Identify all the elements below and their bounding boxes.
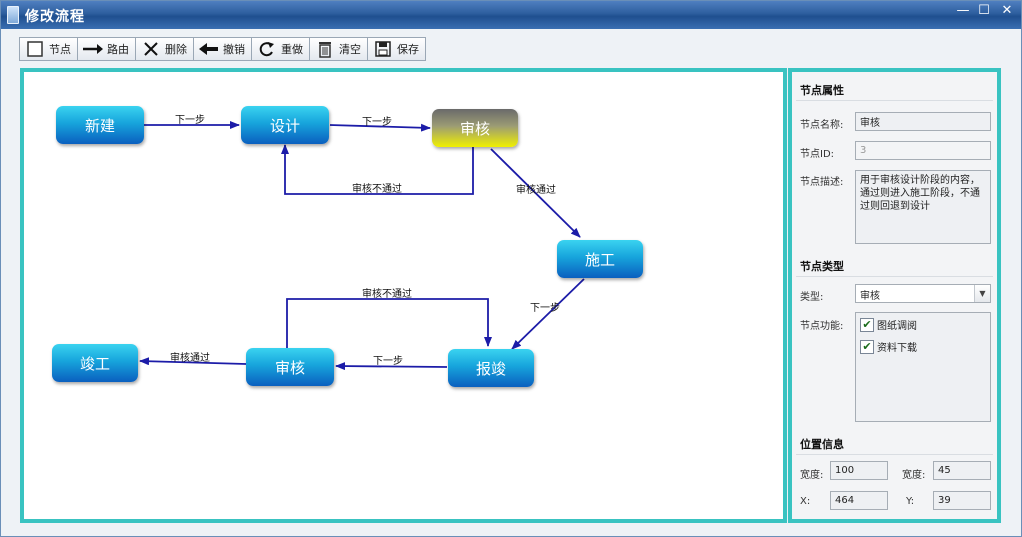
- edge-label-review2-complete: 审核通过: [170, 353, 210, 364]
- flow-node-design[interactable]: 设计: [241, 106, 329, 144]
- function-item-label: 资料下载: [877, 343, 917, 354]
- add-node-button[interactable]: 节点: [19, 37, 78, 61]
- x-input[interactable]: [830, 491, 888, 510]
- title-bar: 修改流程 — ☐ ✕: [1, 1, 1021, 29]
- edge-design-review1[interactable]: [329, 123, 431, 132]
- checkbox-checked-icon[interactable]: ✔: [860, 339, 874, 354]
- save-label: 保存: [397, 43, 419, 56]
- checkbox-checked-icon[interactable]: ✔: [860, 317, 874, 332]
- clear-label: 清空: [339, 43, 361, 56]
- flow-node-report[interactable]: 报竣: [448, 349, 534, 387]
- redo-button[interactable]: 重做: [251, 37, 310, 61]
- node-id-input[interactable]: [855, 141, 991, 160]
- flow-node-complete[interactable]: 竣工: [52, 344, 138, 382]
- height-input[interactable]: [933, 461, 991, 480]
- edge-review2-report[interactable]: [286, 298, 492, 349]
- clear-button[interactable]: 清空: [309, 37, 368, 61]
- redo-icon: [256, 40, 278, 58]
- width-input[interactable]: [830, 461, 888, 480]
- position-heading: 位置信息: [800, 438, 844, 451]
- node-function-label: 节点功能:: [800, 321, 844, 332]
- type-select[interactable]: 审核 ▼: [855, 284, 991, 303]
- delete-label: 删除: [165, 43, 187, 56]
- flow-edges-layer: [139, 121, 585, 371]
- square-icon: [24, 40, 46, 58]
- node-props-heading: 节点属性: [800, 84, 844, 97]
- minimize-button[interactable]: —: [956, 3, 970, 18]
- node-id-label: 节点ID:: [800, 149, 835, 160]
- floppy-icon: [372, 40, 394, 58]
- divider: [796, 276, 993, 277]
- edge-label-review2-report: 审核不通过: [362, 289, 412, 300]
- delete-button[interactable]: 删除: [135, 37, 194, 61]
- trash-icon: [314, 40, 336, 58]
- redo-label: 重做: [281, 43, 303, 56]
- function-item-label: 图纸调阅: [877, 321, 917, 332]
- arrow-left-icon: [198, 40, 220, 58]
- undo-label: 撤销: [223, 43, 245, 56]
- flow-node-create[interactable]: 新建: [56, 106, 144, 144]
- edge-construct-report[interactable]: [511, 278, 585, 350]
- divider: [796, 454, 993, 455]
- properties-panel: 节点属性 节点名称: 节点ID: 节点描述: 用于审核设计阶段的内容，通过则进入…: [788, 68, 1001, 523]
- flow-node-construct[interactable]: 施工: [557, 240, 643, 278]
- add-node-label: 节点: [49, 43, 71, 56]
- edge-label-create-design: 下一步: [175, 115, 205, 126]
- divider: [796, 100, 993, 101]
- edge-review1-construct[interactable]: [490, 148, 581, 238]
- y-input[interactable]: [933, 491, 991, 510]
- edge-report-review2[interactable]: [335, 362, 448, 371]
- x-label: X:: [800, 496, 811, 507]
- height-label: 宽度:: [902, 470, 926, 481]
- edge-label-review1-construct: 审核通过: [516, 185, 556, 196]
- close-button[interactable]: ✕: [1001, 3, 1013, 18]
- edge-label-report-review2: 下一步: [373, 356, 403, 367]
- flow-node-review[interactable]: 审核: [246, 348, 334, 386]
- window-title: 修改流程: [25, 9, 85, 25]
- undo-button[interactable]: 撤销: [193, 37, 252, 61]
- type-select-value: 审核: [860, 291, 880, 302]
- node-name-input[interactable]: [855, 112, 991, 131]
- type-label: 类型:: [800, 292, 824, 303]
- toolbar: 节点 路由 删除 撤销 重做: [19, 37, 426, 63]
- node-type-heading: 节点类型: [800, 260, 844, 273]
- chevron-down-icon[interactable]: ▼: [974, 285, 990, 302]
- edge-label-construct-report: 下一步: [530, 303, 560, 314]
- node-name-label: 节点名称:: [800, 120, 844, 131]
- flow-canvas[interactable]: 新建 设计 审核 施工 报竣 审核 竣工 下一步 下一步 审核不通过 审核通过 …: [20, 68, 787, 523]
- edge-review1-design[interactable]: [281, 144, 474, 195]
- arrow-right-icon: [82, 40, 104, 58]
- x-icon: [140, 40, 162, 58]
- add-route-button[interactable]: 路由: [77, 37, 136, 61]
- width-label: 宽度:: [800, 470, 824, 481]
- y-label: Y:: [906, 496, 915, 507]
- node-function-list: ✔ 图纸调阅 ✔ 资料下载: [855, 312, 991, 422]
- function-item-drawing[interactable]: ✔ 图纸调阅: [860, 317, 917, 332]
- node-desc-textarea[interactable]: 用于审核设计阶段的内容，通过则进入施工阶段，不通过则回退到设计: [855, 170, 991, 244]
- save-button[interactable]: 保存: [367, 37, 426, 61]
- window-icon: [7, 6, 19, 24]
- flow-node-review-selected[interactable]: 审核: [432, 109, 518, 147]
- function-item-download[interactable]: ✔ 资料下载: [860, 339, 917, 354]
- maximize-button[interactable]: ☐: [978, 3, 990, 18]
- edge-label-review1-design: 审核不通过: [352, 184, 402, 195]
- edge-review2-complete[interactable]: [139, 357, 247, 366]
- add-route-label: 路由: [107, 43, 129, 56]
- node-desc-label: 节点描述:: [800, 177, 844, 188]
- edge-label-design-review1: 下一步: [362, 117, 392, 128]
